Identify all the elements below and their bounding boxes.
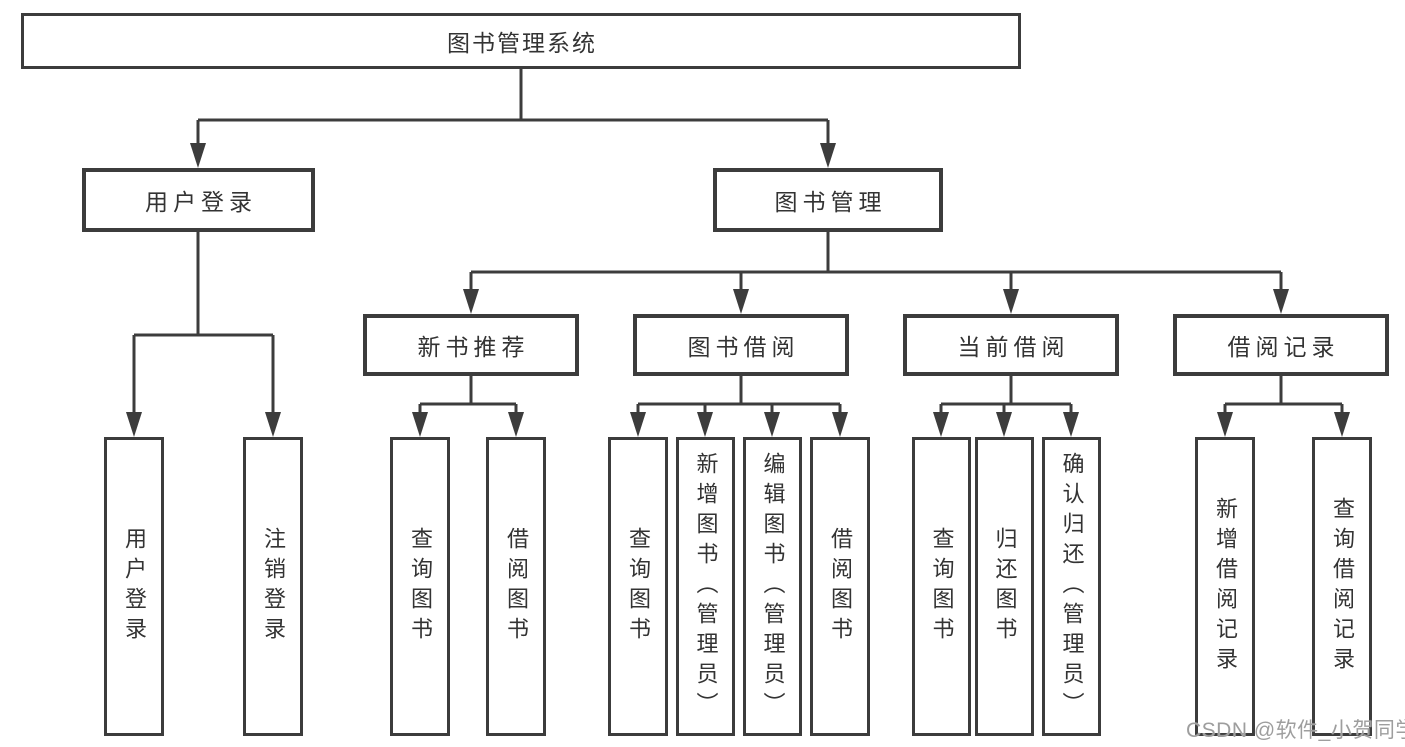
leaf-cb-return-books-label: 归还图书: [992, 526, 1018, 647]
node-borrow-records-label: 借阅记录: [1227, 334, 1340, 360]
node-borrow-records: 借阅记录: [1173, 314, 1389, 376]
leaf-logout-label: 注销登录: [261, 526, 286, 647]
node-book-management: 图书管理: [713, 168, 943, 232]
leaf-br-query-record-label: 查询借阅记录: [1330, 496, 1355, 677]
leaf-bb-borrow-books-label: 借阅图书: [828, 526, 853, 647]
leaf-bb-borrow-books: 借阅图书: [810, 437, 870, 736]
node-new-book-recommend-label: 新书推荐: [417, 334, 530, 360]
leaf-nb-borrow-books-label: 借阅图书: [504, 526, 529, 647]
node-current-borrowing-label: 当前借阅: [957, 334, 1070, 360]
leaf-cb-query-books-label: 查询图书: [929, 526, 955, 647]
leaf-bb-add-books-admin: 新增图书（管理员）: [676, 437, 735, 736]
leaf-br-add-record: 新增借阅记录: [1195, 437, 1255, 736]
leaf-logout: 注销登录: [243, 437, 303, 736]
leaf-br-query-record: 查询借阅记录: [1312, 437, 1372, 736]
node-book-borrowing-label: 图书借阅: [687, 334, 800, 360]
leaf-bb-add-books-admin-label: 新增图书（管理员）: [693, 451, 719, 722]
node-root-label: 图书管理系统: [447, 30, 597, 56]
leaf-user-login: 用户登录: [104, 437, 164, 736]
leaf-cb-query-books: 查询图书: [912, 437, 971, 736]
leaf-bb-edit-books-admin: 编辑图书（管理员）: [743, 437, 802, 736]
leaf-bb-query-books: 查询图书: [608, 437, 668, 736]
leaf-bb-edit-books-admin-label: 编辑图书（管理员）: [760, 451, 786, 722]
node-user-login-label: 用户登录: [145, 189, 257, 215]
node-root: 图书管理系统: [21, 13, 1021, 69]
leaf-cb-return-books: 归还图书: [975, 437, 1034, 736]
leaf-cb-confirm-return-admin: 确认归还（管理员）: [1042, 437, 1101, 736]
node-current-borrowing: 当前借阅: [903, 314, 1119, 376]
leaf-nb-query-books-label: 查询图书: [408, 526, 433, 647]
leaf-bb-query-books-label: 查询图书: [626, 526, 651, 647]
node-new-book-recommend: 新书推荐: [363, 314, 579, 376]
node-book-management-label: 图书管理: [774, 189, 887, 215]
leaf-br-add-record-label: 新增借阅记录: [1213, 496, 1238, 677]
leaf-nb-query-books: 查询图书: [390, 437, 450, 736]
leaf-user-login-label: 用户登录: [122, 526, 147, 647]
watermark: CSDN @软件_小贺同学: [1186, 719, 1405, 742]
node-user-login: 用户登录: [82, 168, 315, 232]
node-book-borrowing: 图书借阅: [633, 314, 849, 376]
leaf-cb-confirm-return-admin-label: 确认归还（管理员）: [1059, 451, 1085, 722]
leaf-nb-borrow-books: 借阅图书: [486, 437, 546, 736]
